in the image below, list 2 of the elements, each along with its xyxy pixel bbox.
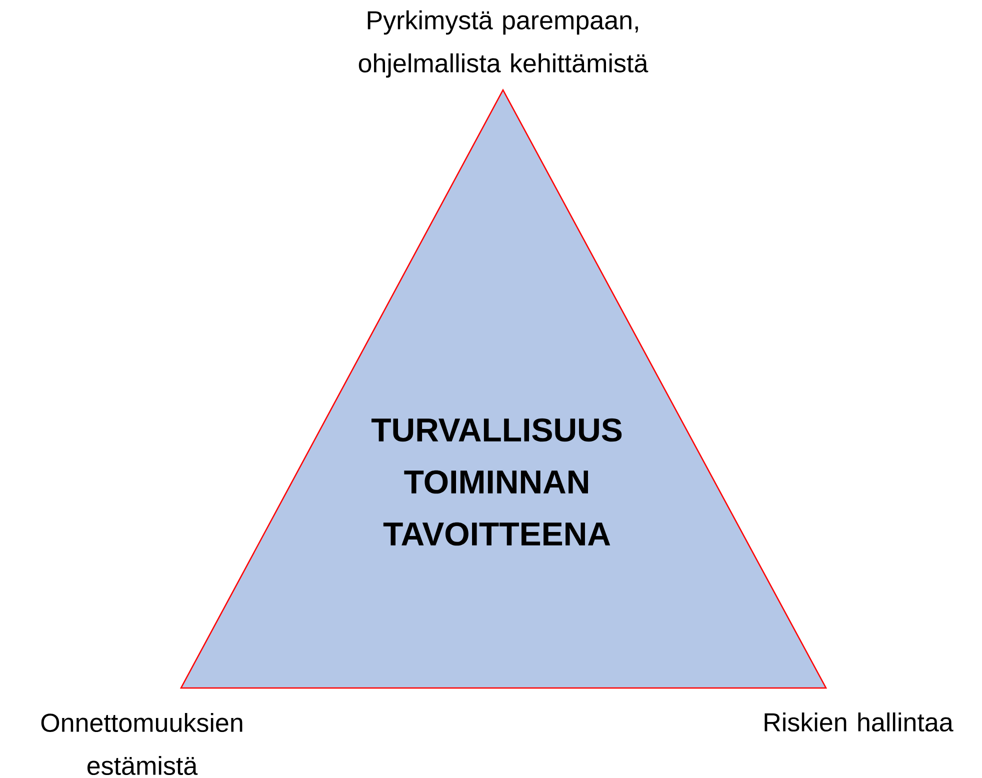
- corner-label: Riskien hallintaa: [764, 712, 954, 732]
- corner-label: Onnettomuuksien estämistä: [41, 712, 242, 776]
